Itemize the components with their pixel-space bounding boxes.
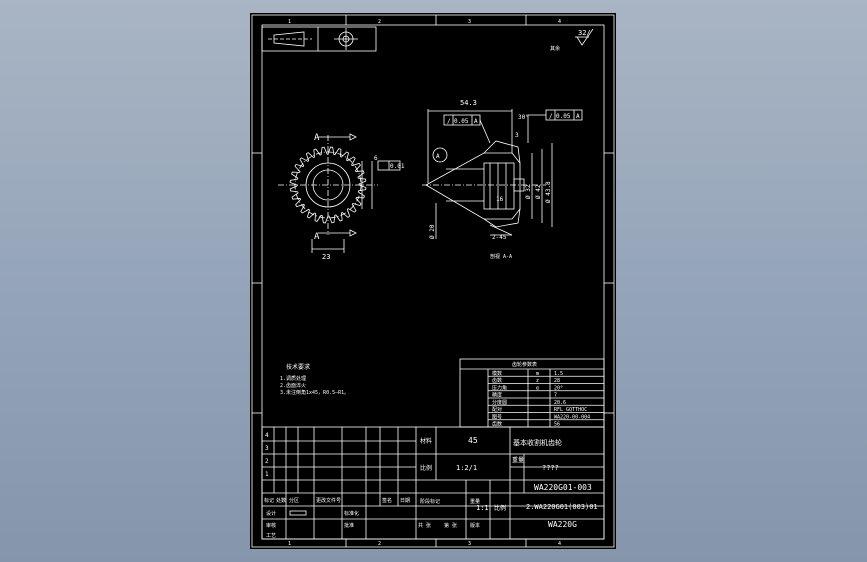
dim-d20: Ø 20: [429, 224, 436, 239]
gear-param-value: WA220-00-004: [554, 414, 590, 420]
gdt-side-value: 0.01: [390, 163, 405, 170]
datum-label: A: [436, 153, 440, 160]
rev-row-2: 2: [265, 458, 269, 465]
gear-parameter-table: 模数 m 1.5 齿数 z 28 压力角 α 20° 精度 7 分度圆 20.6 配对 RFL_GQTTHO…: [459, 358, 605, 428]
gdt-left-ref: A: [474, 118, 478, 125]
gear-param-name: 精度: [492, 392, 502, 399]
ratio-value: 1:1: [476, 504, 489, 512]
gdt-right-ref: A: [576, 113, 580, 120]
tech-req-title: 技术要求: [286, 363, 310, 371]
gdt-right-sym: /: [549, 113, 553, 120]
drawing-sheet: 1 2 3 4 1 2 3 4 32/ 其余 A: [250, 13, 616, 549]
material-label: 材料: [420, 437, 432, 445]
part-name: 基本收割机齿轮: [513, 438, 562, 447]
zone-top-2: 2: [378, 19, 381, 25]
rev-row-4: 4: [265, 432, 269, 439]
role-standard: 标准化: [344, 510, 359, 517]
dim-angle: 30°: [518, 114, 529, 121]
gdt-left-sym: /: [447, 118, 451, 125]
gear-param-symbol: z: [536, 378, 539, 384]
role-design: 设计: [266, 510, 276, 517]
gear-param-value: 7: [554, 393, 557, 399]
gear-param-name: 分度圆: [492, 399, 507, 406]
zone-top-4: 4: [558, 19, 561, 25]
zone-top-1: 1: [288, 19, 291, 25]
gear-param-symbol: α: [536, 385, 539, 391]
gear-param-name: 图号: [492, 414, 502, 420]
hdr-signature: 签名: [382, 497, 392, 504]
drawing-canvas: 1 2 3 4 1 2 3 4 32/ 其余 A: [251, 14, 615, 548]
material-value: 45: [468, 436, 478, 445]
ratio-label: 比例: [494, 504, 506, 512]
dim-d43: Ø 43.8: [545, 181, 552, 203]
zone-bottom-4: 4: [558, 541, 561, 547]
hdr-change-doc: 更改文件号: [316, 497, 341, 504]
sub-assembly-number: 2.WA220G01(003)01: [526, 503, 598, 511]
dim-gear-side: 6: [374, 155, 378, 162]
scale-label: 比例: [420, 464, 432, 472]
gdt-left-value: 0.05: [454, 118, 469, 125]
gear-param-name: 配对: [492, 406, 502, 413]
gear-param-name: 齿数: [492, 421, 502, 428]
tech-req-item-3: 3.未注倒角1x45，R0.5—R1。: [280, 389, 349, 396]
section-mark-bottom: A: [314, 232, 320, 242]
gear-param-value: 20°: [554, 385, 563, 391]
dim-d42: Ø 42: [535, 184, 542, 199]
sheets-total: 共 张: [418, 522, 431, 529]
role-review: 审核: [266, 522, 276, 529]
tech-req-item-1: 1.调质处理: [280, 375, 306, 382]
rev-row-3: 3: [265, 445, 269, 452]
gear-param-symbol: m: [536, 371, 539, 377]
zone-ticks: [252, 15, 614, 547]
zone-bottom-1: 1: [288, 541, 291, 547]
gear-param-value: 1.5: [554, 371, 563, 377]
gear-param-name: 压力角: [492, 384, 507, 391]
stage-mark-label: 阶段标记: [420, 498, 440, 505]
scale-value: 1:2/1: [456, 464, 477, 472]
version-label: 版本: [470, 522, 480, 529]
gear-section-view: [422, 109, 583, 239]
gear-param-value: 20.6: [554, 400, 566, 406]
weight-label: 重量: [512, 456, 524, 464]
hdr-count: 处数: [276, 497, 286, 504]
drawing-number: WA220G01-003: [534, 483, 592, 492]
dim-small: 3: [515, 132, 519, 139]
zone-top-3: 3: [468, 19, 471, 25]
dim-16: 16: [496, 196, 504, 203]
dim-d32: Ø 32: [525, 184, 532, 199]
rev-row-1: 1: [265, 471, 269, 478]
roughness-note: 其余: [550, 45, 560, 52]
section-caption: 剖视 A-A: [490, 253, 512, 260]
gear-param-value: 28: [554, 378, 560, 384]
gear-param-name: 模数: [492, 370, 502, 377]
hdr-mark: 标记: [264, 497, 274, 504]
roughness-value: 32/: [578, 29, 591, 37]
weight-value: ????: [542, 464, 559, 472]
projection-symbol: [261, 26, 377, 52]
dim-overall-length: 54.3: [460, 99, 477, 107]
outer-border: [251, 14, 615, 548]
section-mark-top: A: [314, 133, 320, 143]
zone-bottom-3: 3: [468, 541, 471, 547]
gdt-right-value: 0.05: [556, 113, 571, 120]
sheet-number: 第 张: [444, 522, 457, 529]
gear-param-value: RFL_GQTTHOC: [554, 407, 587, 413]
hdr-zone: 分区: [289, 497, 299, 504]
dim-chamfer: 2-45: [492, 234, 507, 241]
gear-table-title: 齿轮参数表: [512, 361, 537, 368]
dim-gear-width: 23: [322, 253, 330, 261]
zone-bottom-2: 2: [378, 541, 381, 547]
role-process: 工艺: [266, 533, 276, 539]
tech-req-item-2: 2.齿面淬火: [280, 382, 306, 389]
title-block-frame: [261, 426, 605, 540]
gear-side-view: [278, 133, 401, 253]
stage-weight-label: 重量: [470, 498, 480, 505]
gear-param-name: 齿数: [492, 377, 502, 384]
hdr-date: 日期: [400, 498, 410, 504]
inner-border: [261, 24, 605, 540]
roughness-symbol: [575, 28, 594, 46]
gear-param-value: 56: [554, 422, 560, 428]
assembly-number: WA220G: [548, 520, 577, 529]
role-approve: 批准: [344, 522, 354, 529]
